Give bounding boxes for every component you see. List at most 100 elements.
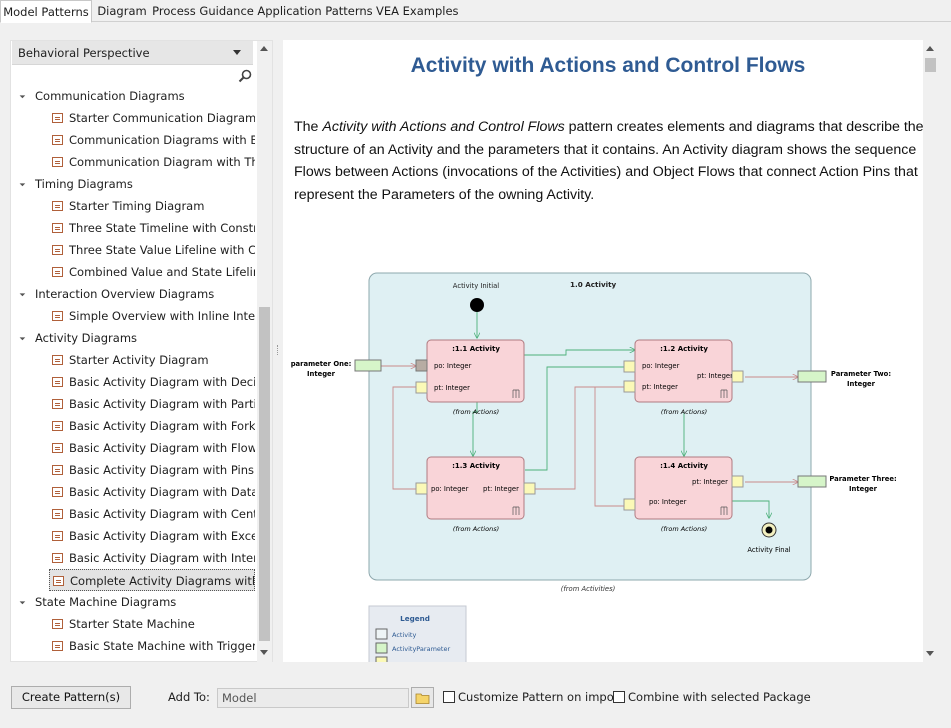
- diagram-icon: [52, 531, 63, 541]
- tree-item[interactable]: Three State Timeline with Constr...: [49, 217, 255, 239]
- tab-application-patterns[interactable]: Application Patterns: [257, 4, 373, 18]
- tree-item[interactable]: Communication Diagrams with B...: [49, 129, 255, 151]
- tree-item[interactable]: Basic Activity Diagram with Inter...: [49, 547, 255, 569]
- param-one-name: parameter One:: [291, 360, 352, 368]
- tree-item[interactable]: Starter Timing Diagram: [49, 195, 255, 217]
- tree-item-label: Interaction Overview Diagrams: [35, 287, 215, 301]
- tree-category[interactable]: State Machine Diagrams: [11, 591, 257, 613]
- tree-item-label: Basic Activity Diagram with Pins: [69, 463, 255, 477]
- action-1-3-pin-po: po: Integer: [431, 485, 469, 493]
- tree-item-label: Basic Activity Diagram with Flow ...: [69, 441, 255, 455]
- param-three-type: Integer: [849, 485, 878, 493]
- expand-triangle-icon[interactable]: [16, 177, 26, 187]
- customize-pattern-checkbox[interactable]: [443, 691, 455, 703]
- diagram-icon: [52, 267, 63, 277]
- tree-item[interactable]: Basic Activity Diagram with Pins: [49, 459, 255, 481]
- scroll-up-icon[interactable]: [926, 46, 934, 51]
- tab-model-patterns[interactable]: Model Patterns: [0, 0, 92, 23]
- legend-title: Legend: [400, 614, 430, 623]
- param-one-node: [354, 359, 382, 372]
- expand-triangle-icon[interactable]: [16, 89, 26, 99]
- tree-item[interactable]: Basic Activity Diagram with Excep...: [49, 525, 255, 547]
- scroll-up-icon[interactable]: [260, 46, 268, 51]
- diagram-icon: [52, 553, 63, 563]
- scroll-down-icon[interactable]: [260, 650, 268, 655]
- tree-item-label: Starter Communication Diagram: [69, 111, 255, 125]
- action-1-1-title: :1.1 Activity: [452, 345, 500, 353]
- tree-item-label: Starter Activity Diagram: [69, 353, 209, 367]
- doc-scrollbar[interactable]: [923, 40, 938, 662]
- tree-item[interactable]: Basic Activity Diagram with Partit...: [49, 393, 255, 415]
- param-two-name: Parameter Two:: [831, 370, 891, 378]
- splitter-handle[interactable]: [277, 345, 280, 355]
- create-pattern-button[interactable]: Create Pattern(s): [11, 686, 131, 709]
- expand-triangle-icon[interactable]: [16, 287, 26, 297]
- diagram-icon: [53, 576, 64, 586]
- diagram-icon: [52, 223, 63, 233]
- tab-process-guidance[interactable]: Process Guidance: [152, 4, 254, 18]
- tree-item-label: Basic Activity Diagram with Centr...: [69, 507, 255, 521]
- tree-item[interactable]: Starter Activity Diagram: [49, 349, 255, 371]
- scroll-down-icon[interactable]: [926, 651, 934, 656]
- pattern-tree-panel: Behavioral Perspective Communication Dia…: [10, 40, 273, 663]
- add-to-field[interactable]: Model: [217, 688, 409, 708]
- tab-vea-examples[interactable]: VEA Examples: [376, 4, 459, 18]
- tree-item-label: Basic State Machine with Triggers: [69, 639, 255, 653]
- tree-item[interactable]: Basic Activity Diagram with Centr...: [49, 503, 255, 525]
- perspective-dropdown[interactable]: Behavioral Perspective: [12, 41, 253, 65]
- tree-item[interactable]: Basic Activity Diagram with Decisi...: [49, 371, 255, 393]
- tree-item[interactable]: Basic State Machine with Triggers: [49, 635, 255, 657]
- tree-item[interactable]: Combined Value and State Lifelin...: [49, 261, 255, 283]
- tree-category[interactable]: Activity Diagrams: [11, 327, 257, 349]
- activity-diagram-image: 1.0 Activity (from Activities) Activity …: [291, 272, 897, 662]
- add-to-label: Add To:: [168, 690, 210, 704]
- diagram-icon: [52, 509, 63, 519]
- tree-item-label: Communication Diagrams with B...: [69, 133, 255, 147]
- legend-item-activityparameter: ActivityParameter: [392, 645, 450, 653]
- tree-item-label: Combined Value and State Lifelin...: [69, 265, 255, 279]
- search-icon[interactable]: [238, 69, 252, 83]
- initial-node: [470, 298, 484, 312]
- tree-item-label: Basic Activity Diagram with Fork ...: [69, 419, 255, 433]
- expand-triangle-icon[interactable]: [16, 595, 26, 605]
- scroll-thumb[interactable]: [259, 307, 270, 641]
- combine-package-checkbox[interactable]: [613, 691, 625, 703]
- tree-item-label: Basic Activity Diagram with Datas...: [69, 485, 255, 499]
- combine-package-label: Combine with selected Package: [628, 690, 811, 704]
- scroll-thumb[interactable]: [925, 58, 936, 72]
- action-1-2-title: :1.2 Activity: [660, 345, 708, 353]
- tree-category[interactable]: Interaction Overview Diagrams: [11, 283, 257, 305]
- description-paragraph: The Activity with Actions and Control Fl…: [294, 116, 923, 206]
- tree-item[interactable]: Basic Activity Diagram with Flow ...: [49, 437, 255, 459]
- tab-diagram[interactable]: Diagram: [97, 4, 147, 18]
- expand-triangle-icon[interactable]: [16, 331, 26, 341]
- diagram-icon: [52, 619, 63, 629]
- browse-folder-button[interactable]: [411, 687, 434, 708]
- tree-category[interactable]: Communication Diagrams: [11, 85, 257, 107]
- tree-category[interactable]: Timing Diagrams: [11, 173, 257, 195]
- tree-item[interactable]: Basic Activity Diagram with Fork ...: [49, 415, 255, 437]
- action-1-2-from: (from Actions): [661, 408, 707, 416]
- description-text-emphasis: Activity with Actions and Control Flows: [322, 119, 565, 135]
- tree-item[interactable]: Starter State Machine: [49, 613, 255, 635]
- tree-item-selected[interactable]: Complete Activity Diagrams with ...: [49, 569, 255, 591]
- tree-item-label: Basic Activity Diagram with Decisi...: [69, 375, 255, 389]
- param-three-name: Parameter Three:: [829, 475, 896, 483]
- diagram-icon: [52, 421, 63, 431]
- tab-bar: Model Patterns Diagram Process Guidance …: [0, 0, 951, 23]
- tree-item[interactable]: Basic Activity Diagram with Datas...: [49, 481, 255, 503]
- tree-scrollbar[interactable]: [257, 41, 272, 663]
- param-two-node: [797, 370, 827, 383]
- param-one-type: Integer: [307, 370, 336, 378]
- tree-item-label: Communication Diagrams: [35, 89, 185, 103]
- action-1-1-from: (from Actions): [453, 408, 499, 416]
- diagram-icon: [52, 135, 63, 145]
- param-two-type: Integer: [847, 380, 876, 388]
- action-1-2-pin-pt: pt: Integer: [642, 383, 678, 391]
- tree-item[interactable]: Simple Overview with Inline Inte...: [49, 305, 255, 327]
- action-1-4-from: (from Actions): [661, 525, 707, 533]
- tree-item[interactable]: Three State Value Lifeline with C...: [49, 239, 255, 261]
- tree-item[interactable]: Starter Communication Diagram: [49, 107, 255, 129]
- param-three-node: [797, 475, 827, 488]
- tree-item[interactable]: Communication Diagram with Th...: [49, 151, 255, 173]
